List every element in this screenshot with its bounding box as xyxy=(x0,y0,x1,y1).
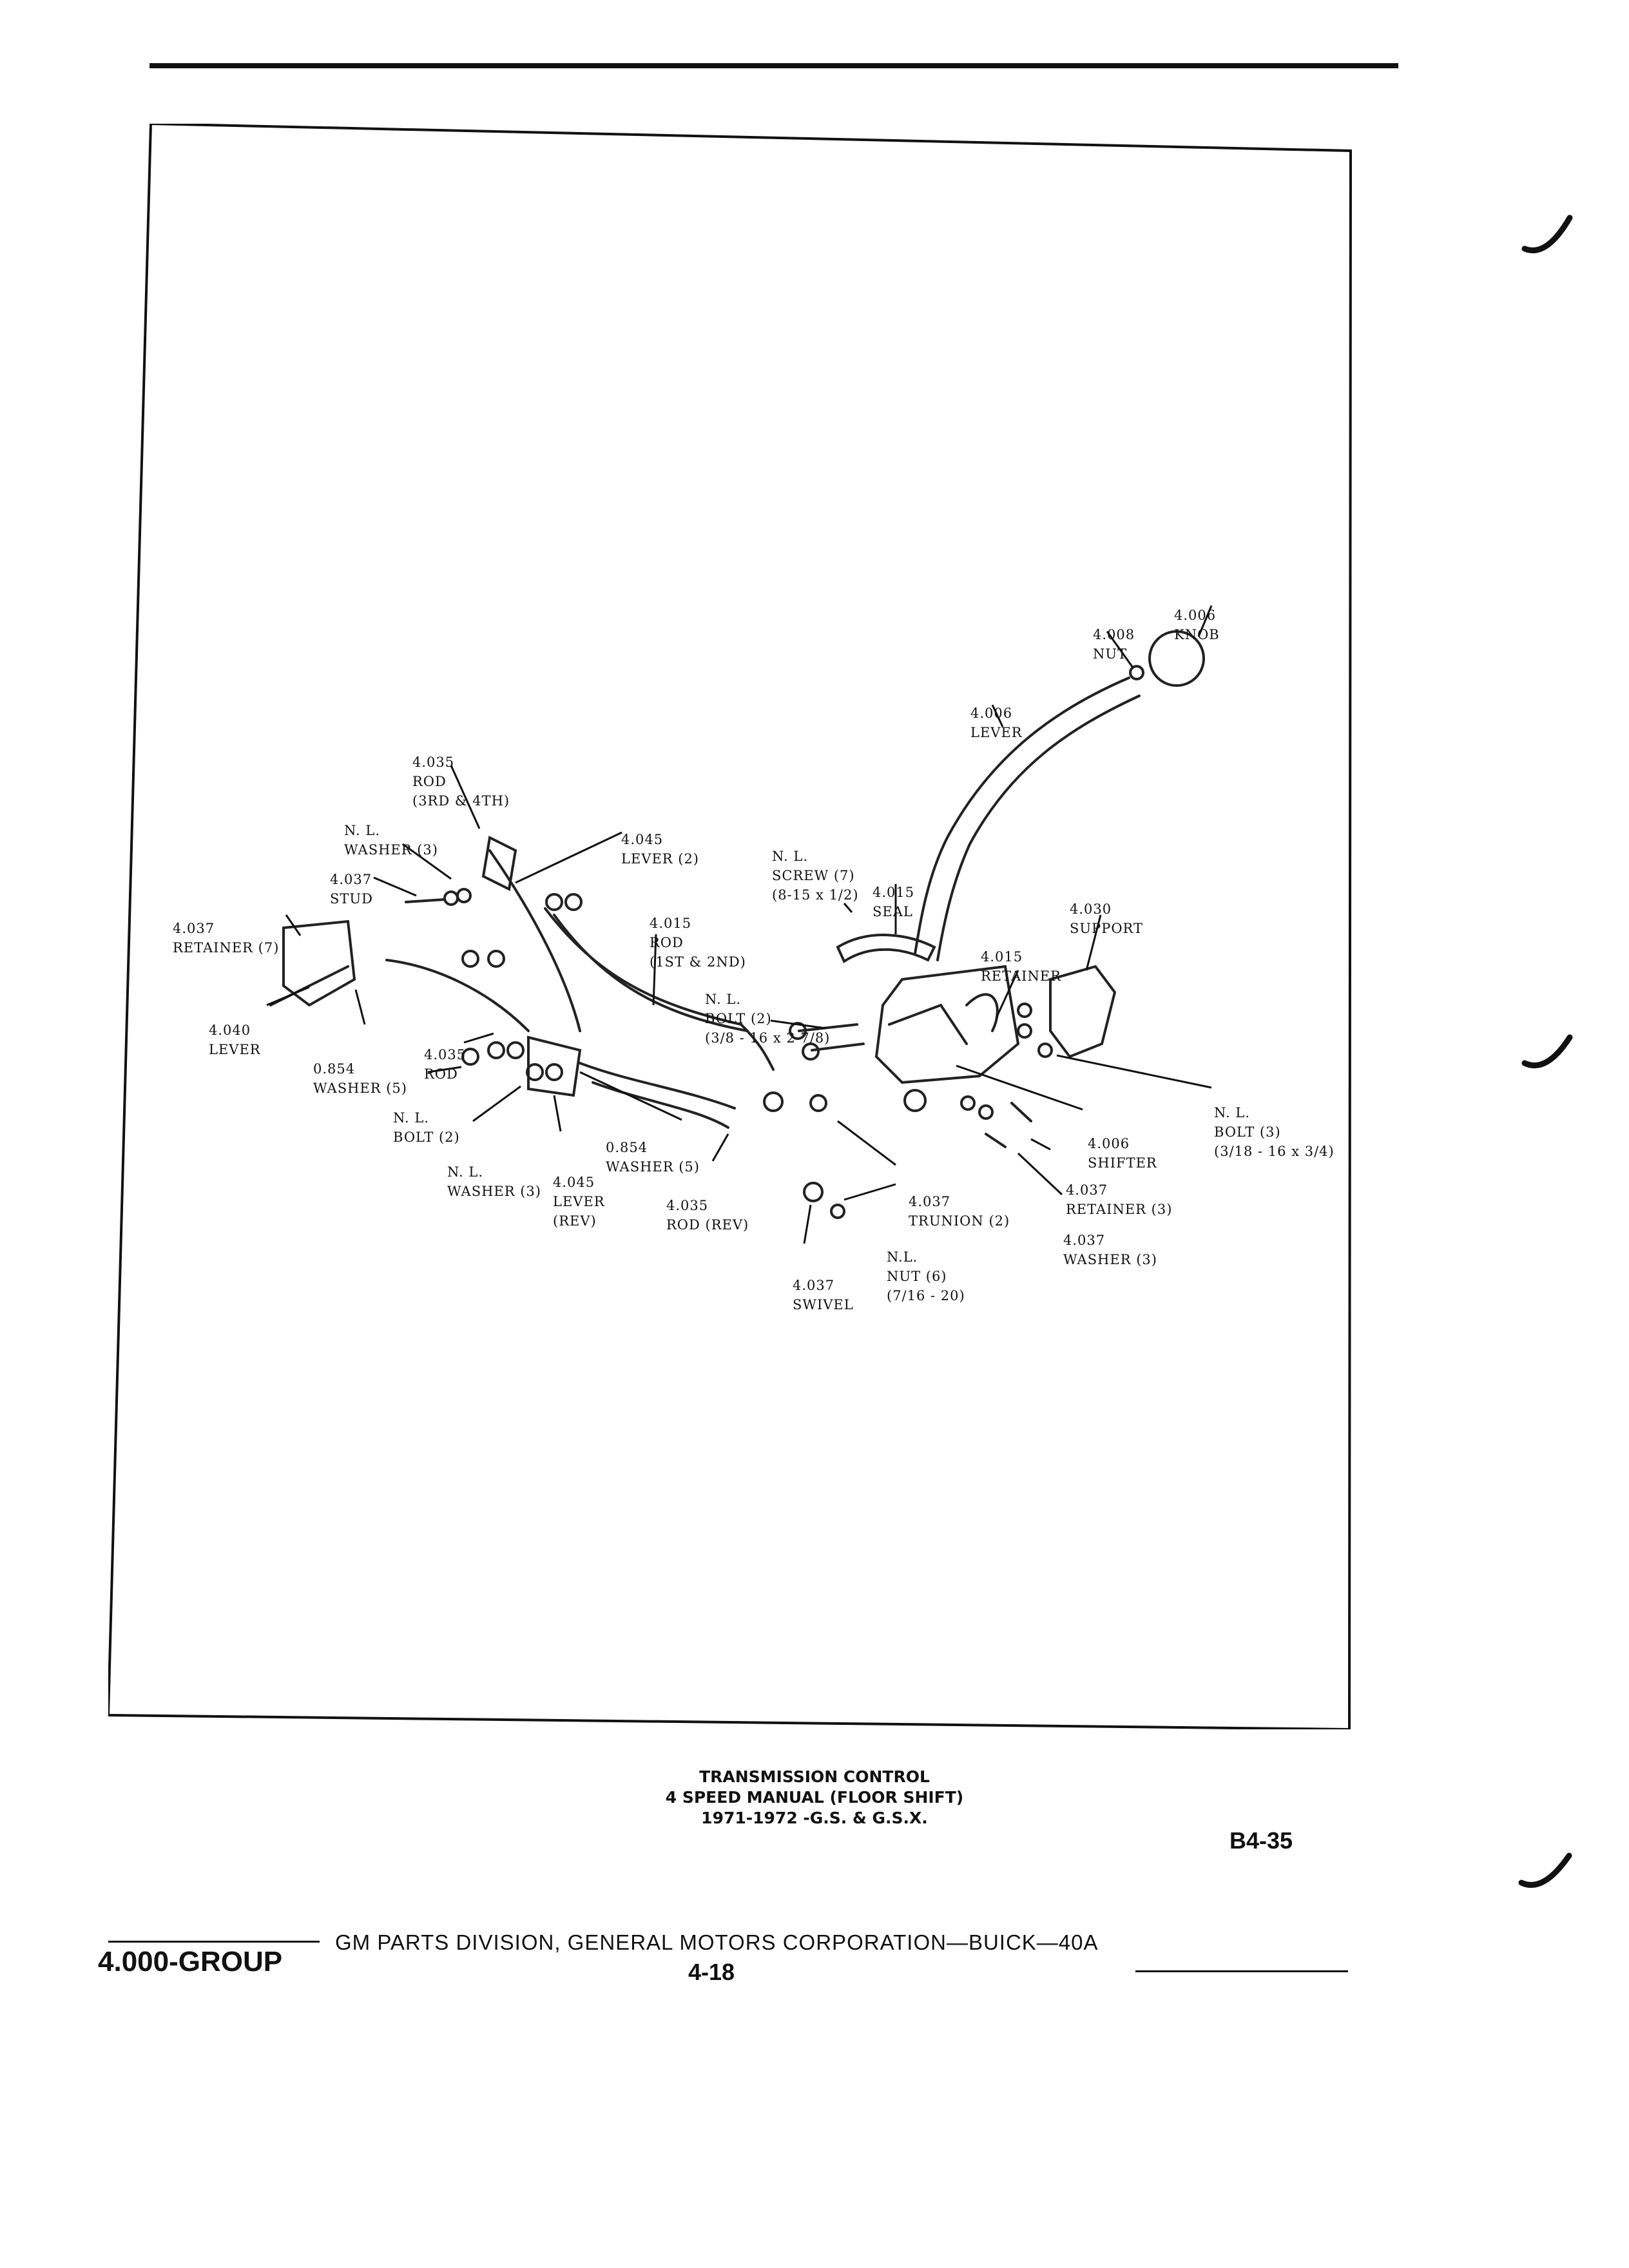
figure-frame xyxy=(108,124,1356,1729)
swivel-drawing xyxy=(803,1182,824,1202)
footer-rule-right xyxy=(1135,1970,1348,1972)
callout-nut-nl-6: N.L.NUT (6)(7/16 - 20) xyxy=(887,1249,965,1303)
leader-lines xyxy=(266,605,1213,1244)
callout-screw-nl-7: N. L.SCREW (7)(8-15 x 1/2) xyxy=(772,849,859,903)
footer-group: 4.000-GROUP xyxy=(98,1946,283,1977)
page-number: 4-18 xyxy=(688,1959,735,1985)
rod-rev-drawing xyxy=(579,1062,736,1110)
binder-mark-top xyxy=(1521,215,1573,254)
rod-4035-drawing xyxy=(385,959,530,1032)
nut-drawing xyxy=(1129,665,1144,680)
callout-washer-nl-3: N. L.WASHER (3) xyxy=(344,823,438,858)
lever-4045-drawing xyxy=(481,836,517,891)
caption-subtitle: 4 SPEED MANUAL (FLOOR SHIFT) xyxy=(665,1788,964,1807)
callout-bolt-nl-2-long: N. L.BOLT (2)(3/8 - 16 x 2 7/8) xyxy=(705,992,831,1046)
callout-bolt-nl-2-left: N. L.BOLT (2) xyxy=(393,1110,460,1145)
lever-4040-drawing xyxy=(282,919,356,1007)
figure-reference: B4-35 xyxy=(1229,1827,1293,1854)
footer-rule-left xyxy=(108,1941,320,1943)
long-bolt-drawing xyxy=(798,1023,858,1032)
caption-years: 1971-1972 -G.S. & G.S.X. xyxy=(701,1809,928,1827)
caption-title: TRANSMISSION CONTROL xyxy=(699,1767,930,1786)
shifter-body-drawing xyxy=(874,965,1020,1084)
knob-drawing xyxy=(1148,630,1205,687)
figure-caption: TRANSMISSION CONTROL 4 SPEED MANUAL (FLO… xyxy=(0,1767,1629,1829)
callout-washer-nl-3-bottom: N. L.WASHER (3) xyxy=(447,1164,541,1199)
callout-bolt-nl-3: N. L.BOLT (3)(3/18 - 16 x 3/4) xyxy=(1214,1105,1335,1159)
shift-lever-drawing xyxy=(914,677,1141,961)
binder-mark-middle xyxy=(1521,1034,1573,1069)
footer-corporation: GM PARTS DIVISION, GENERAL MOTORS CORPOR… xyxy=(335,1930,1099,1954)
top-rule xyxy=(149,63,1398,68)
rod-3rd-4th-drawing xyxy=(488,849,581,1032)
binder-mark-bottom xyxy=(1518,1852,1572,1888)
support-drawing xyxy=(1049,965,1117,1059)
seal-drawing xyxy=(836,934,936,963)
trunion-drawing xyxy=(763,1091,784,1112)
